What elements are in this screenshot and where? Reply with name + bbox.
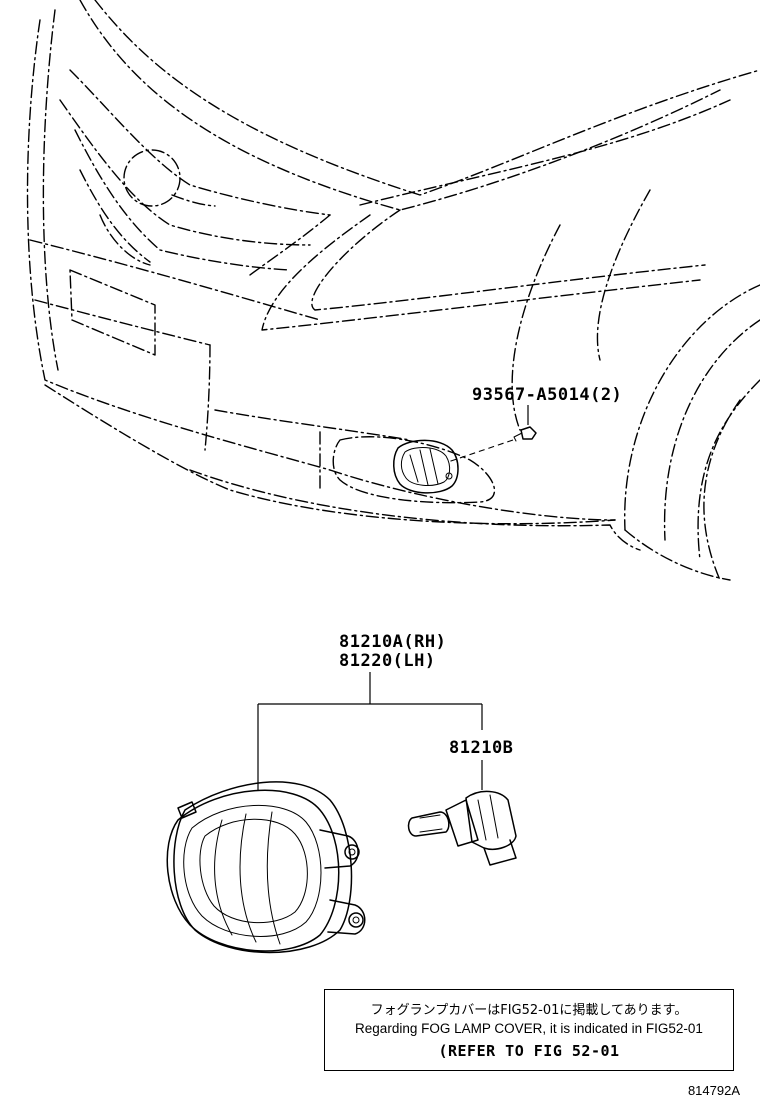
- leader-tree: [257, 672, 483, 790]
- lamp-lh-part-number: 81220(LH): [339, 651, 436, 671]
- note-japanese: フォグランプカバーはFIG52-01に掲載してあります。: [370, 1003, 688, 1018]
- bulb-icon: [407, 790, 517, 866]
- fog-lamp-assembly: [166, 781, 366, 954]
- bolt-icon: [513, 426, 537, 442]
- note-english: Regarding FOG LAMP COVER, it is indicate…: [355, 1021, 703, 1036]
- bolt-leader-dashed: [447, 439, 514, 463]
- note-box: フォグランプカバーはFIG52-01に掲載してあります。 Regarding F…: [324, 989, 734, 1071]
- bolt-part-number: 93567-A5014(2): [472, 385, 623, 405]
- lamp-rh-part-number: 81210A(RH): [339, 632, 447, 652]
- car-front-outline: [26, 0, 760, 581]
- bulb-part-number: 81210B: [449, 738, 514, 758]
- installed-fog-lamp: [393, 439, 459, 494]
- figure-id: 814792A: [687, 1083, 740, 1098]
- note-reference: (REFER TO FIG 52-01: [438, 1042, 620, 1060]
